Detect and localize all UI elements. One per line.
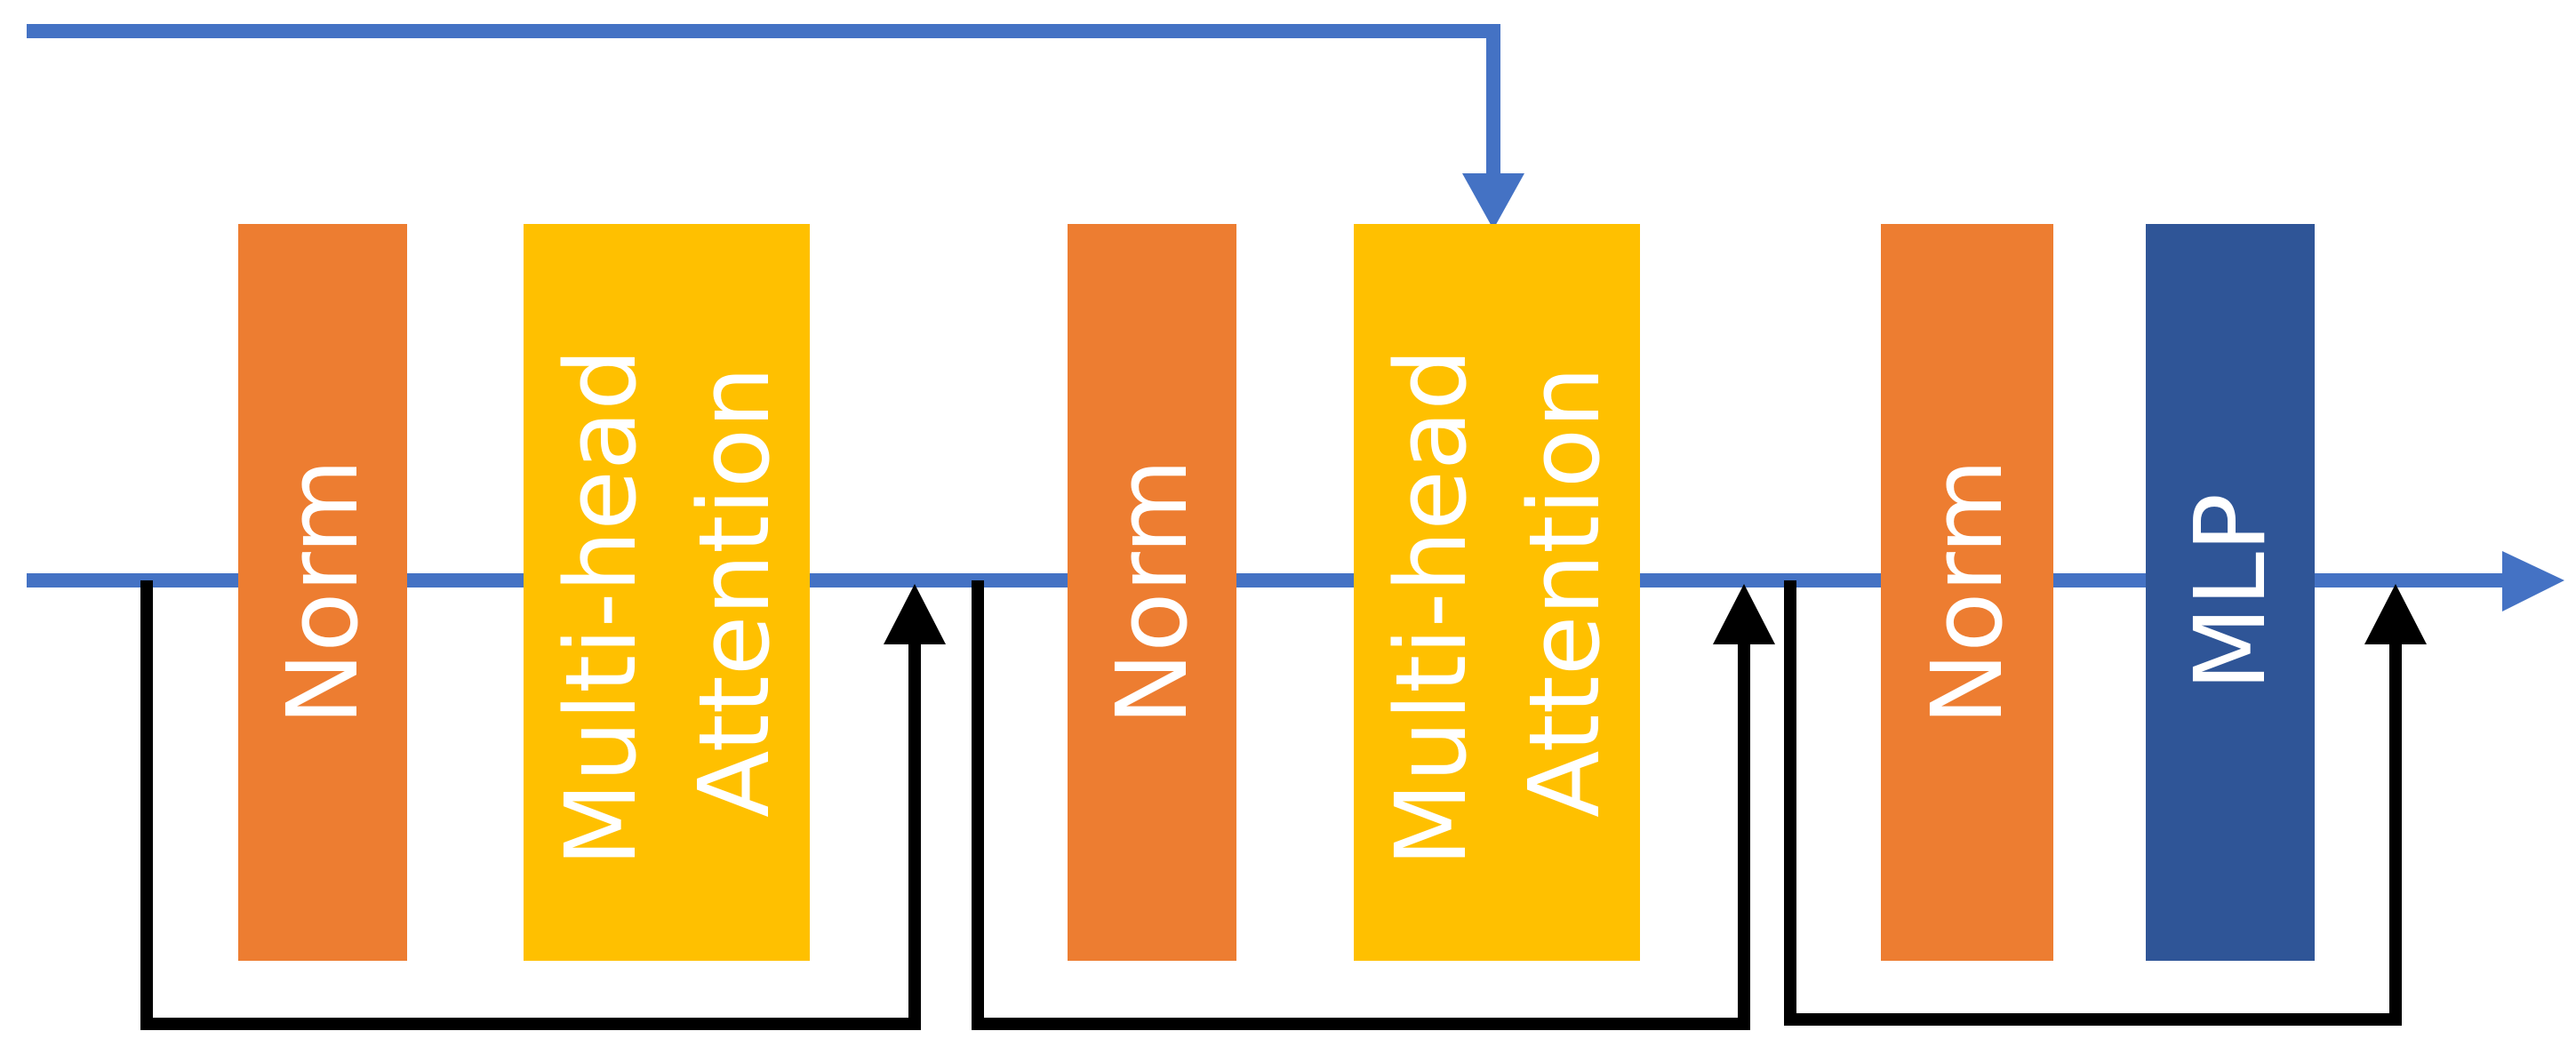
block-label: Norm bbox=[1095, 459, 1209, 725]
attention-block bbox=[1354, 224, 1640, 961]
skip-arrowhead-2 bbox=[1713, 584, 1775, 644]
output-arrowhead bbox=[2502, 551, 2564, 611]
mlp-block bbox=[2146, 224, 2315, 961]
block-label: Multi-head Attention bbox=[544, 317, 791, 867]
block-label: Norm bbox=[1910, 459, 2024, 725]
skip-connections bbox=[140, 580, 2427, 1030]
norm-block bbox=[238, 224, 407, 961]
block-label: MLP bbox=[2173, 493, 2287, 691]
block-norm-2: Norm bbox=[1068, 224, 1236, 961]
cross-input-arrowhead bbox=[1462, 173, 1524, 229]
block-attention-1: Multi-head Attention bbox=[524, 224, 810, 961]
skip-arrowhead-3 bbox=[2364, 584, 2427, 644]
cross-input-line bbox=[27, 24, 1500, 182]
block-label: Norm bbox=[266, 459, 380, 725]
attention-block bbox=[524, 224, 810, 961]
skip-connection-3 bbox=[1784, 580, 2427, 1026]
main-stream bbox=[27, 551, 2564, 611]
cross-attention-input bbox=[27, 24, 1524, 229]
norm-block bbox=[1068, 224, 1236, 961]
block-norm-3: Norm bbox=[1881, 224, 2053, 961]
skip-connection-2 bbox=[972, 580, 1775, 1030]
block-norm-1: Norm bbox=[238, 224, 407, 961]
norm-block bbox=[1881, 224, 2053, 961]
block-attention-2: Multi-head Attention bbox=[1354, 224, 1640, 961]
skip-connection-1 bbox=[140, 580, 946, 1030]
block-mlp: MLP bbox=[2146, 224, 2315, 961]
block-label: Multi-head Attention bbox=[1374, 317, 1621, 867]
skip-arrowhead-1 bbox=[884, 584, 946, 644]
